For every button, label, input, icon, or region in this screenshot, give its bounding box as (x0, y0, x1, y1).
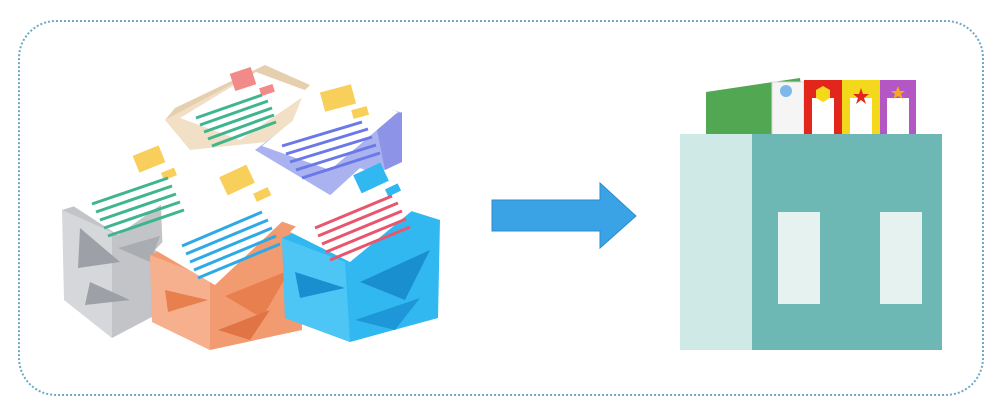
tab-yellow (842, 80, 880, 138)
tab-red (804, 80, 842, 138)
paper-stack-gray (62, 145, 210, 338)
paper-stacks-icon (62, 65, 440, 350)
cabinet-label-left (778, 212, 820, 304)
cabinet-side (680, 134, 752, 350)
arrow-right-icon (491, 181, 637, 250)
tab-purple (880, 80, 916, 138)
cabinet-label-right (880, 212, 922, 304)
paper-stack-orange (150, 164, 305, 350)
paper-stack-blue (282, 162, 440, 342)
paper-stack-cream (165, 65, 310, 150)
filing-cabinet-icon (680, 78, 942, 350)
tab-white (771, 81, 805, 139)
